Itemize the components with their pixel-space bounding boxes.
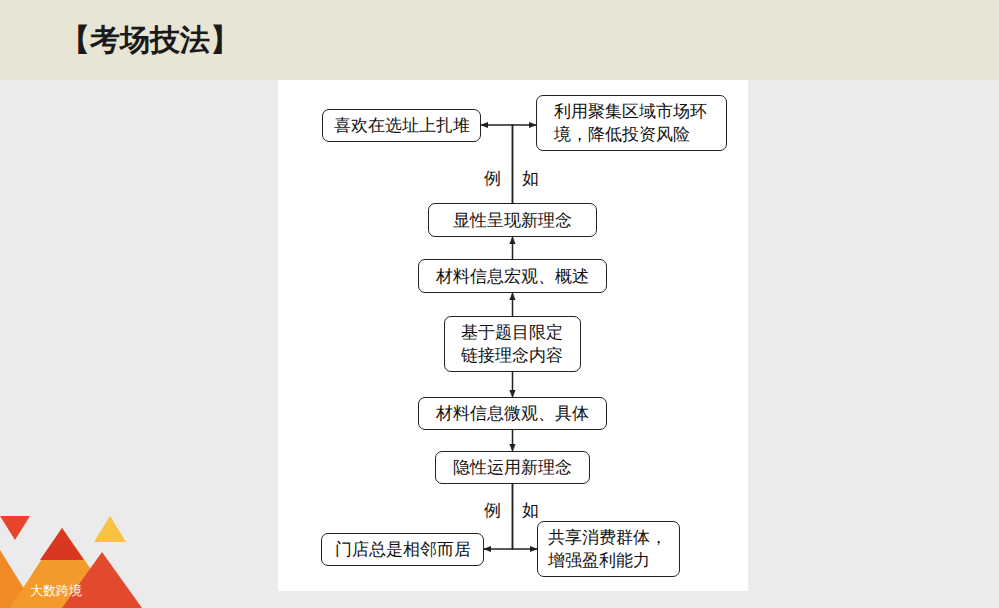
flow-arrow — [512, 372, 514, 397]
process-box: 门店总是相邻而居 — [321, 533, 484, 566]
process-box: 利用聚集区域市场环境，降低投资风险 — [536, 95, 727, 151]
flow-arrow — [513, 125, 537, 203]
edge-label: 如 — [522, 502, 539, 519]
watermark: 大数跨境 — [30, 584, 82, 597]
flow-arrow — [512, 430, 514, 451]
box-text: 显性呈现新理念 — [453, 209, 572, 232]
deco-triangle — [40, 528, 84, 560]
box-text: 基于题目限定链接理念内容 — [461, 321, 565, 367]
deco-triangle — [62, 552, 142, 608]
process-box: 基于题目限定链接理念内容 — [444, 316, 581, 372]
flow-arrow — [512, 293, 514, 316]
edge-label: 例 — [484, 170, 501, 187]
box-text: 喜欢在选址上扎堆 — [334, 114, 470, 137]
flow-arrow — [481, 125, 513, 203]
edge-label: 例 — [484, 502, 501, 519]
process-box: 隐性运用新理念 — [435, 451, 590, 484]
edge-label: 如 — [522, 170, 539, 187]
box-text: 利用聚集区域市场环境，降低投资风险 — [554, 100, 709, 146]
deco-triangle — [94, 516, 126, 542]
box-text: 门店总是相邻而居 — [335, 538, 471, 561]
process-box: 共享消费群体，增强盈利能力 — [537, 521, 680, 577]
box-text: 材料信息宏观、概述 — [436, 265, 589, 288]
box-text: 共享消费群体，增强盈利能力 — [548, 526, 669, 572]
process-box: 显性呈现新理念 — [428, 203, 597, 237]
box-text: 材料信息微观、具体 — [436, 402, 589, 425]
process-box: 喜欢在选址上扎堆 — [322, 109, 481, 142]
page-title: 【考场技法】 — [60, 20, 240, 61]
flow-arrow — [484, 484, 513, 549]
process-box: 材料信息宏观、概述 — [418, 259, 607, 293]
box-text: 隐性运用新理念 — [453, 456, 572, 479]
process-box: 材料信息微观、具体 — [418, 397, 607, 430]
flow-arrow — [512, 237, 514, 259]
deco-triangle — [0, 516, 30, 540]
